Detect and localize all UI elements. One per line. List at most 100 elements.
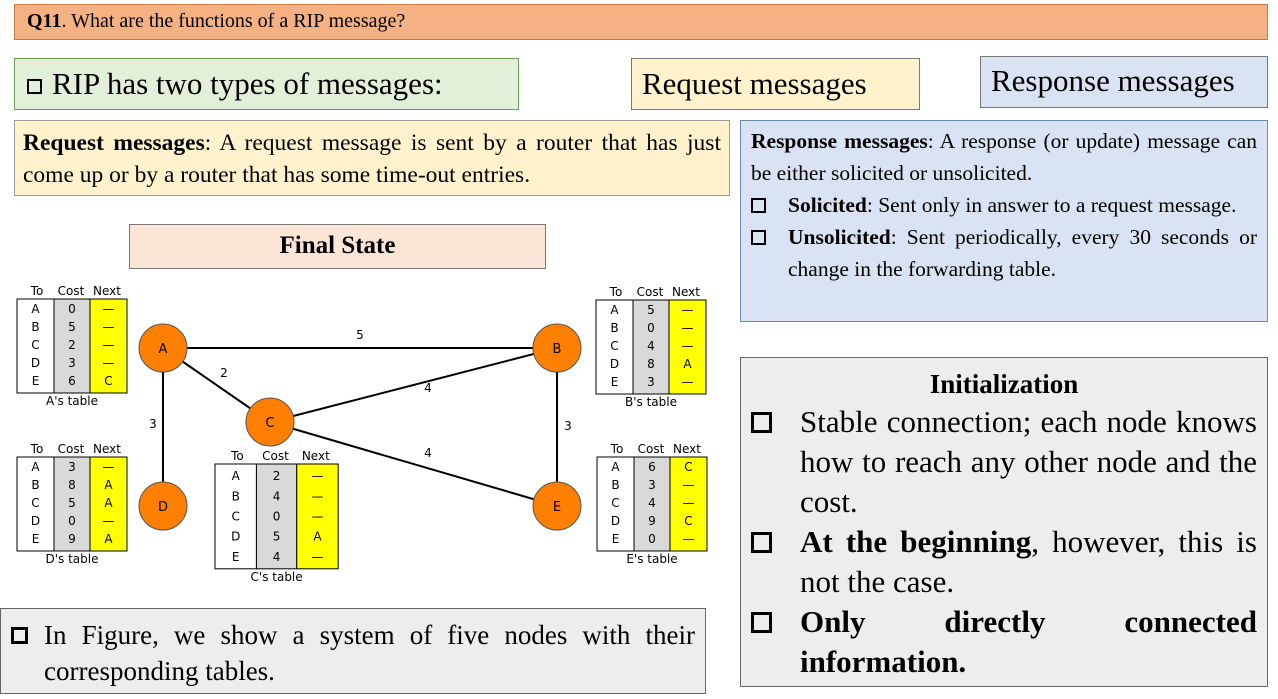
table-cell-cost: 3 <box>68 356 76 370</box>
table-cell-next: — <box>311 550 323 564</box>
table-cell-to: E <box>611 375 619 389</box>
table-cell-to: C <box>611 496 619 510</box>
table-col-next-A <box>89 298 128 394</box>
table-header-B: To <box>609 285 623 299</box>
table-col-to-A <box>16 298 55 394</box>
init-item-text: , however, this is not the case. <box>800 524 1257 599</box>
table-cell-to: B <box>31 320 39 334</box>
table-cell-to: B <box>31 478 39 492</box>
table-cell-next: — <box>103 514 115 528</box>
table-cell-to: D <box>611 514 620 528</box>
request-description: Request messages: A request message is s… <box>14 120 730 196</box>
table-cell-cost: 4 <box>273 489 281 503</box>
table-cell-to: D <box>231 530 240 544</box>
node-A <box>138 323 188 373</box>
table-col-to-C <box>214 463 257 570</box>
table-header-A: Cost <box>58 284 85 298</box>
table-caption-D: D's table <box>46 552 99 566</box>
checkbox-icon <box>751 532 772 553</box>
table-cell-next: — <box>103 338 115 352</box>
table-cell-next: A <box>104 496 113 510</box>
node-label-C: C <box>265 416 274 431</box>
table-header-C: Next <box>302 449 330 463</box>
table-cell-cost: 5 <box>68 320 76 334</box>
node-C <box>245 397 295 447</box>
node-label-B: B <box>553 342 562 357</box>
table-cell-next: A <box>683 357 692 371</box>
table-header-A: Next <box>93 284 121 298</box>
list-item: Stable connection; each node knows how t… <box>751 402 1257 522</box>
response-description: Response messages: A response (or update… <box>740 120 1268 322</box>
table-cell-next: A <box>104 532 113 546</box>
response-intro: Response messages: A response (or update… <box>751 125 1257 189</box>
table-cell-cost: 9 <box>68 532 76 546</box>
table-cell-to: E <box>232 550 240 564</box>
table-cell-next: — <box>311 509 323 523</box>
unsolicited-text: : Sent periodically, every 30 seconds or… <box>788 225 1257 281</box>
table-cell-cost: 6 <box>68 374 76 388</box>
table-col-cost-E <box>633 456 671 552</box>
table-cell-next: — <box>311 489 323 503</box>
table-cell-to: C <box>31 496 39 510</box>
table-cell-next: — <box>682 303 694 317</box>
init-item-bold: At the beginning <box>800 524 1032 559</box>
question-number: Q11 <box>27 10 62 32</box>
table-cell-cost: 0 <box>68 302 76 316</box>
table-cell-next: C <box>684 460 692 474</box>
table-cell-to: C <box>610 339 618 353</box>
table-cell-to: E <box>612 532 620 546</box>
link-CE <box>269 421 558 507</box>
table-cell-to: B <box>610 321 618 335</box>
table-cell-cost: 2 <box>68 338 76 352</box>
link-cost-BE: 3 <box>564 419 572 433</box>
table-cell-next: — <box>683 496 695 510</box>
link-CB <box>269 347 558 423</box>
table-cell-next: — <box>683 532 695 546</box>
link-cost-CB: 4 <box>424 381 432 395</box>
table-cell-cost: 3 <box>647 375 655 389</box>
table-cell-to: B <box>232 489 240 503</box>
checkbox-icon <box>11 627 28 644</box>
table-cell-cost: 0 <box>648 532 656 546</box>
table-cell-next: — <box>682 339 694 353</box>
checkbox-icon <box>27 79 42 94</box>
table-col-to-B <box>595 299 634 395</box>
table-col-next-D <box>89 456 128 552</box>
message-types-heading: RIP has two types of messages: <box>14 58 519 110</box>
table-cell-to: E <box>32 532 40 546</box>
table-cell-cost: 5 <box>647 303 655 317</box>
list-item: Only directly connected information. <box>751 602 1257 682</box>
table-cell-to: B <box>611 478 619 492</box>
node-label-E: E <box>553 500 561 515</box>
table-cell-next: — <box>682 321 694 335</box>
table-col-next-C <box>296 463 339 570</box>
list-item: In Figure, we show a system of five node… <box>11 617 695 689</box>
message-types-text: RIP has two types of messages: <box>52 66 443 101</box>
question-text: . What are the functions of a RIP messag… <box>61 10 406 32</box>
solicited-term: Solicited <box>788 193 867 217</box>
solicited-text: : Sent only in answer to a request messa… <box>866 193 1237 217</box>
response-messages-label: Response messages <box>980 56 1268 108</box>
table-caption-A: A's table <box>46 394 98 408</box>
request-term: Request messages <box>23 130 205 156</box>
link-cost-AB: 5 <box>356 328 364 342</box>
list-item: At the beginning, however, this is not t… <box>751 522 1257 602</box>
table-cell-to: A <box>31 460 40 474</box>
node-label-D: D <box>158 500 168 515</box>
table-cell-cost: 3 <box>68 460 76 474</box>
table-cell-cost: 0 <box>273 509 281 523</box>
table-cell-cost: 4 <box>648 496 656 510</box>
init-item-bold: Only directly connected information. <box>800 604 1257 679</box>
list-item: Solicited: Sent only in answer to a requ… <box>751 189 1257 221</box>
final-state-label: Final State <box>129 224 546 269</box>
table-cell-next: — <box>103 460 115 474</box>
table-col-cost-C <box>255 463 298 570</box>
table-cell-to: C <box>232 509 240 523</box>
request-messages-label: Request messages <box>631 58 920 110</box>
link-cost-CE: 4 <box>424 446 432 460</box>
table-cell-cost: 5 <box>68 496 76 510</box>
table-col-cost-B <box>632 299 670 395</box>
table-header-C: Cost <box>262 449 289 463</box>
table-header-D: Cost <box>58 442 85 456</box>
response-term: Response messages <box>751 129 928 153</box>
